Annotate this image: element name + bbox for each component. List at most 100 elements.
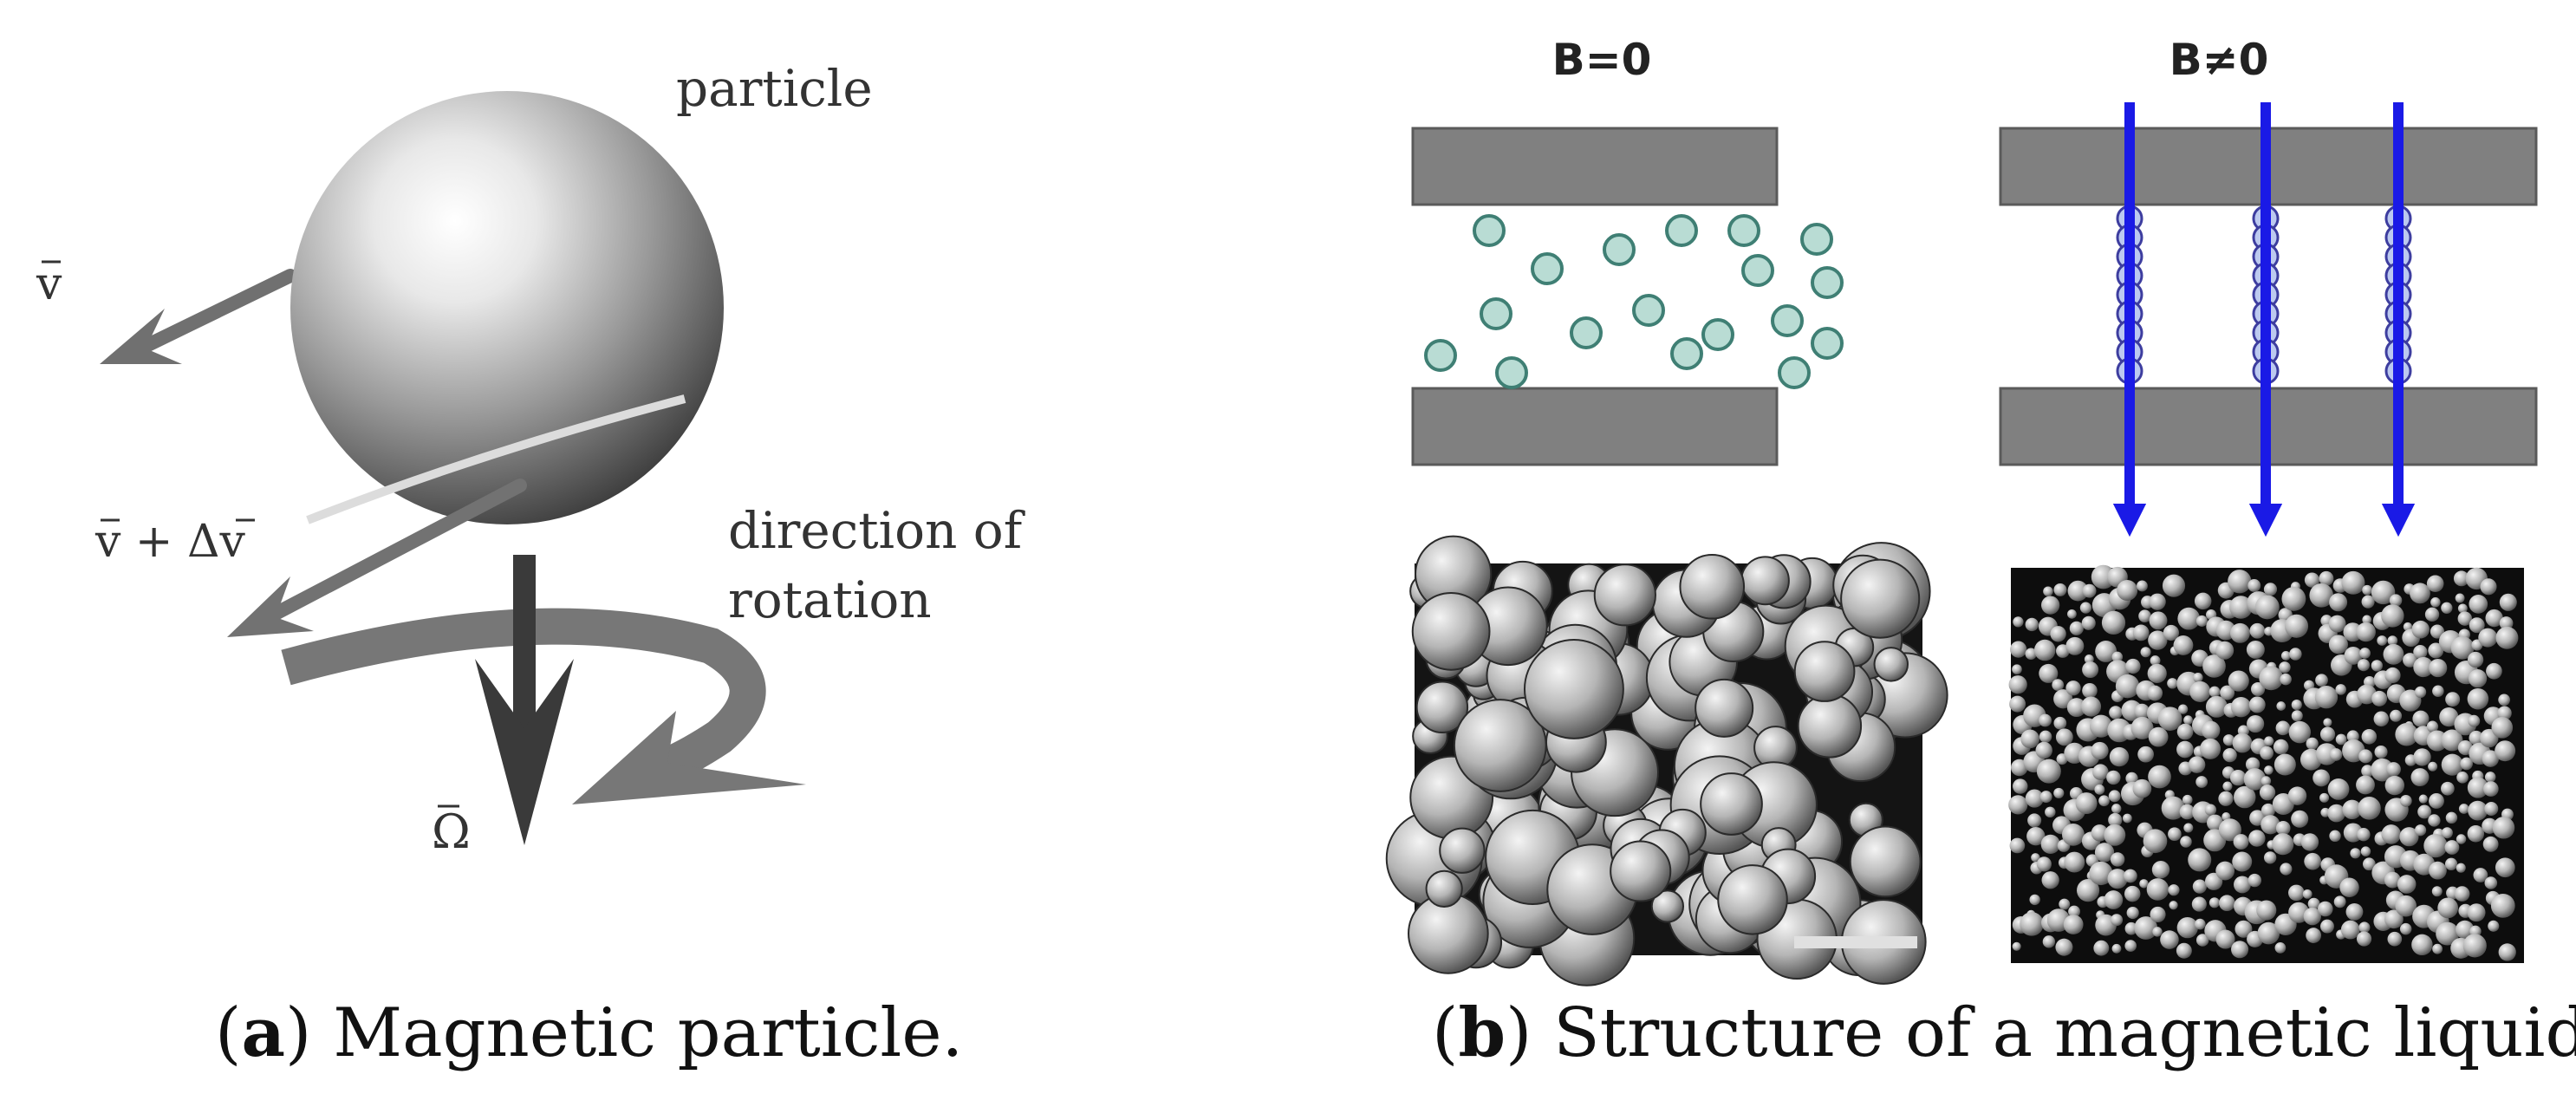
chain-bead [2137, 746, 2154, 763]
chain-bead [2228, 670, 2249, 692]
chain-bead [2248, 830, 2266, 847]
chain-bead [2329, 748, 2343, 761]
chain-bead [2148, 765, 2171, 789]
chain-bead [2318, 901, 2333, 917]
chain-bead [2263, 851, 2277, 864]
chain-bead [2251, 681, 2266, 697]
micrograph-on-particle-chains [2008, 564, 2519, 961]
chain-bead [2232, 733, 2253, 753]
chain-bead [2302, 889, 2313, 899]
chain-bead [2381, 604, 2404, 628]
chain-bead [2313, 769, 2331, 787]
chain-bead [2246, 640, 2265, 659]
chain-bead [2371, 660, 2383, 672]
micrograph-sphere [1740, 556, 1790, 606]
chain-bead [2341, 570, 2365, 595]
chain-bead [2276, 701, 2287, 711]
chain-bead [2445, 692, 2461, 707]
chain-bead [2371, 580, 2396, 605]
chain-bead [2229, 769, 2247, 786]
chain-bead [2467, 825, 2485, 843]
chain-bead [2468, 669, 2488, 688]
chain-bead [2180, 836, 2192, 848]
chain-bead [2188, 756, 2206, 773]
chain-bead [2335, 684, 2346, 695]
chain-bead [2215, 929, 2235, 949]
micrograph-sphere [1610, 840, 1672, 902]
chain-bead [2161, 796, 2185, 820]
chain-bead [2319, 570, 2334, 586]
chain-bead [2201, 720, 2221, 740]
chain-bead [2356, 622, 2376, 642]
chain-bead [2020, 912, 2044, 936]
chain-bead [2089, 861, 2113, 886]
chain-bead [2035, 741, 2052, 759]
dispersed-particle [1570, 316, 1603, 349]
micrograph-sphere [1797, 693, 1863, 759]
chain-bead [2384, 775, 2405, 796]
velocity-symbol: v [36, 258, 62, 310]
chain-bead [2173, 635, 2194, 655]
chain-bead [2488, 920, 2500, 932]
chain-bead [2059, 898, 2071, 910]
micrograph-sphere [1717, 864, 1788, 935]
chain-bead [2082, 583, 2097, 598]
chain-bead [2091, 824, 2109, 842]
chain-bead [2418, 794, 2428, 804]
chain-bead [2147, 685, 2163, 701]
chain-bead [2467, 903, 2486, 922]
chain-bead [2287, 786, 2307, 805]
velocity-sum-arrow [227, 479, 527, 637]
omega-symbol: Ω [432, 804, 471, 859]
chain-bead [2456, 834, 2467, 844]
chain-bead [2067, 609, 2077, 619]
chain-bead [2359, 648, 2371, 659]
chain-bead [2009, 695, 2026, 713]
chain-bead [2081, 696, 2102, 717]
chain-bead [2261, 776, 2272, 786]
chain-bead [2288, 884, 2305, 902]
chain-bead [2457, 611, 2473, 626]
chain-bead [2259, 785, 2276, 801]
chain-bead [2319, 792, 2330, 803]
chain-bead [2498, 943, 2516, 961]
chain-bead [2082, 682, 2098, 699]
micrograph-sphere [1439, 827, 1486, 874]
micrograph-off-particles [1385, 535, 1948, 987]
chain-bead [2275, 820, 2291, 836]
micrograph-sphere [1840, 558, 1921, 639]
chain-bead [2384, 909, 2404, 929]
chain-bead [2320, 919, 2334, 934]
chain-bead [2149, 611, 2168, 630]
chain-bead [2043, 586, 2053, 596]
chain-bead [2149, 593, 2166, 610]
chain-bead [2031, 853, 2040, 863]
chain-bead [2138, 609, 2151, 623]
chain-bead [2195, 934, 2209, 947]
chain-bead [2063, 915, 2084, 934]
chain-bead [2176, 723, 2194, 740]
chain-bead [2456, 920, 2475, 940]
micrograph-sphere [1411, 591, 1491, 671]
caption-a-text: Magnetic particle. [311, 994, 963, 1072]
chain-bead [2140, 647, 2151, 658]
chain-bead [2264, 736, 2274, 746]
omega-label: Ω [432, 804, 471, 859]
chain-bead [2195, 776, 2208, 788]
chain-bead [2467, 651, 2484, 668]
chain-bead [2177, 704, 2189, 714]
chain-bead [2455, 593, 2465, 603]
chain-bead [2109, 706, 2123, 720]
chain-bead [2065, 636, 2085, 655]
chain-bead [2148, 726, 2169, 747]
chain-bead [2291, 710, 2303, 722]
chain-bead [2303, 907, 2321, 926]
chain-bead [2065, 680, 2081, 696]
chain-bead [2356, 931, 2372, 947]
chain-bead [2095, 641, 2117, 662]
chain-bead [2207, 814, 2223, 831]
chain-bead [2395, 895, 2417, 917]
rotation-arrow [281, 608, 806, 804]
chain-bead [2492, 817, 2515, 839]
